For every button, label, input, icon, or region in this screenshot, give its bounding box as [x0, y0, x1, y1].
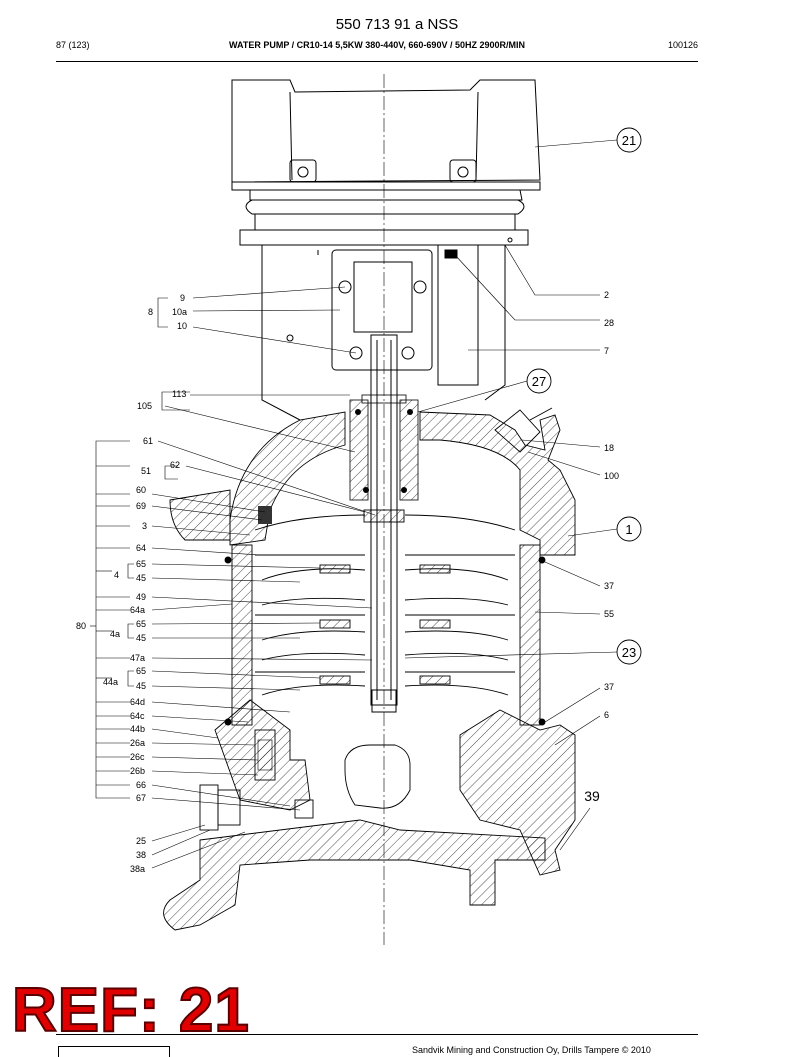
- part-label-60: 60: [136, 485, 146, 495]
- part-label-38: 38: [136, 850, 146, 860]
- part-label-26b: 26b: [130, 766, 145, 776]
- part-label-45-c: 45: [136, 681, 146, 691]
- part-label-4a: 4a: [110, 629, 120, 639]
- part-label-18: 18: [604, 443, 614, 453]
- part-label-55: 55: [604, 609, 614, 619]
- callout-1: 1: [625, 522, 632, 537]
- part-label-47a: 47a: [130, 653, 145, 663]
- part-label-62: 62: [170, 460, 180, 470]
- page-indicator: 87 (123): [56, 40, 90, 50]
- part-label-66: 66: [136, 780, 146, 790]
- part-label-64: 64: [136, 543, 146, 553]
- part-label-3: 3: [142, 521, 147, 531]
- part-label-45: 45: [136, 573, 146, 583]
- part-label-2: 2: [604, 290, 609, 300]
- footer-divider: [56, 1034, 698, 1035]
- callout-27: 27: [532, 374, 546, 389]
- page-header: 87 (123) WATER PUMP / CR10-14 5,5KW 380-…: [56, 40, 698, 54]
- part-label-37-lower: 37: [604, 682, 614, 692]
- part-label-7: 7: [604, 346, 609, 356]
- company-logo: [58, 1046, 170, 1057]
- part-label-65: 65: [136, 559, 146, 569]
- part-label-26c: 26c: [130, 752, 145, 762]
- part-label-28: 28: [604, 318, 614, 328]
- part-label-26a: 26a: [130, 738, 145, 748]
- part-label-10a: 10a: [172, 307, 187, 317]
- part-label-44b: 44b: [130, 724, 145, 734]
- part-label-80: 80: [76, 621, 86, 631]
- part-label-45-b: 45: [136, 633, 146, 643]
- shaft-seal: [349, 394, 419, 501]
- part-label-37: 37: [604, 581, 614, 591]
- part-label-44a: 44a: [103, 677, 118, 687]
- ref-stamp: REF: 21: [11, 976, 250, 1045]
- part-label-25: 25: [136, 836, 146, 846]
- part-label-113: 113: [172, 389, 186, 399]
- part-label-65-c: 65: [136, 666, 146, 676]
- callout-21: 21: [622, 133, 636, 148]
- part-label-64c: 64c: [130, 711, 145, 721]
- part-label-8: 8: [148, 307, 153, 317]
- part-label-61: 61: [143, 436, 153, 446]
- callout-39: 39: [584, 788, 600, 804]
- impeller-stack: [224, 509, 546, 726]
- part-label-69: 69: [136, 501, 146, 511]
- part-label-100: 100: [604, 471, 619, 481]
- part-label-64a: 64a: [130, 605, 145, 615]
- part-label-51: 51: [141, 466, 151, 476]
- footer-copyright: Sandvik Mining and Construction Oy, Dril…: [412, 1045, 651, 1055]
- leader-lines: [90, 139, 618, 869]
- document-number: 550 713 91 a NSS: [335, 16, 459, 33]
- header-divider: [56, 61, 698, 62]
- right-part-labels: 2 28 7 18 100 37 55 37 6: [604, 290, 619, 720]
- part-label-105: 105: [137, 401, 152, 411]
- left-part-labels: 9 8 10a 10 113 105 61 62 51 60 69 3 64 6…: [76, 293, 187, 874]
- motor-housing: [231, 79, 541, 421]
- callout-bubbles: 21 27 1 23 39: [526, 127, 642, 804]
- document-code: 100126: [667, 40, 698, 50]
- part-label-49: 49: [136, 592, 146, 602]
- part-label-9: 9: [180, 293, 185, 303]
- part-label-67: 67: [136, 793, 146, 803]
- part-label-4: 4: [114, 570, 119, 580]
- part-label-38a: 38a: [130, 864, 145, 874]
- part-label-65-b: 65: [136, 619, 146, 629]
- part-label-10: 10: [177, 321, 187, 331]
- part-label-64d: 64d: [130, 697, 145, 707]
- callout-23: 23: [622, 645, 636, 660]
- page-title: WATER PUMP / CR10-14 5,5KW 380-440V, 660…: [229, 40, 525, 50]
- part-label-6: 6: [604, 710, 609, 720]
- pump-base: [163, 699, 576, 931]
- pump-head: [169, 407, 576, 556]
